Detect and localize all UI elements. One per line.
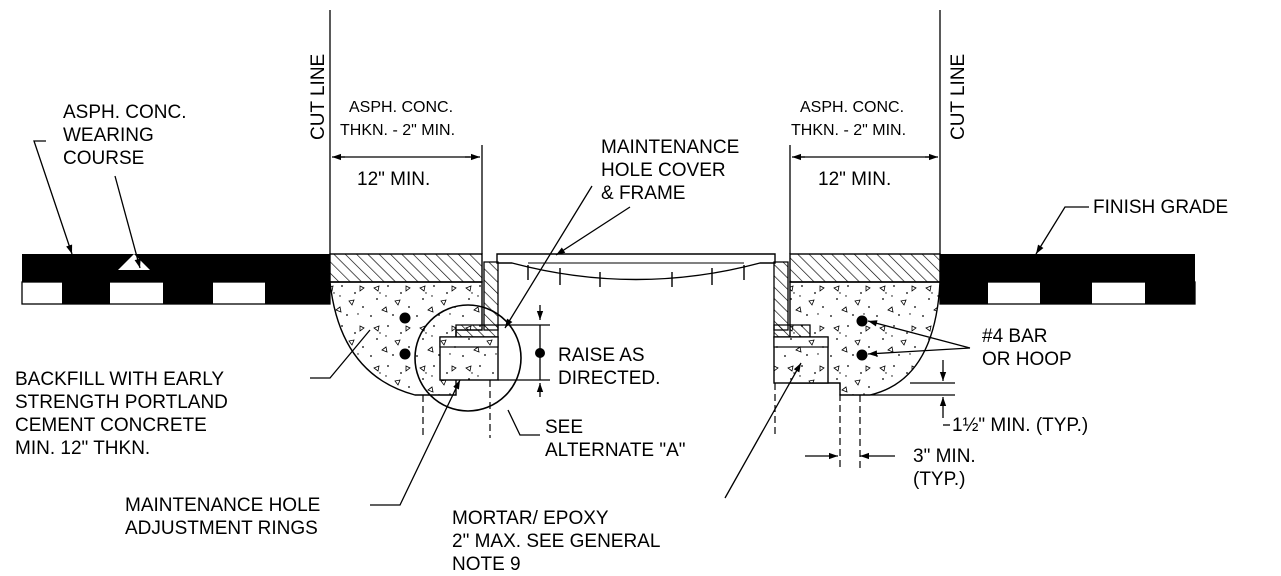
asph-thkn-right-line2: THKN. - 2" MIN.: [791, 122, 906, 139]
rebar-label-line2: OR HOOP: [982, 349, 1072, 370]
finish-grade-label: FINISH GRADE: [1093, 197, 1228, 218]
mortar-epoxy-line2: 2" MAX. SEE GENERAL: [452, 531, 660, 552]
backfill-line1: BACKFILL WITH EARLY: [15, 369, 224, 390]
twelve-min-right: 12" MIN.: [818, 169, 891, 190]
wearing-course-line1: ASPH. CONC.: [63, 102, 187, 123]
mortar-epoxy-line1: MORTAR/ EPOXY: [452, 508, 609, 529]
wearing-course-line2: WEARING: [63, 125, 154, 146]
mortar-bed-right: [773, 336, 829, 348]
asphalt-wearing-course-right: [939, 254, 1196, 305]
min-3-label-line1: 3" MIN.: [913, 446, 976, 467]
maintenance-hole-cover: [496, 253, 776, 287]
asphalt-patch-right: [789, 253, 941, 283]
backfill-line4: MIN. 12" THKN.: [15, 438, 150, 459]
see-alternate-line1: SEE: [545, 417, 583, 438]
leader-lines: [33, 140, 1089, 506]
asphalt-wearing-course-left: [21, 254, 331, 305]
wearing-course-line3: COURSE: [63, 148, 144, 169]
backfill-line2: STRENGTH PORTLAND: [15, 392, 228, 413]
min-3-label-line2: (TYP.): [913, 469, 965, 490]
raise-as-directed-line1: RAISE AS: [558, 345, 645, 366]
alternate-a-detail-circle: [414, 304, 522, 412]
cover-frame-line3: & FRAME: [601, 183, 685, 204]
asphalt-patch-left: [329, 253, 483, 283]
backfill-line3: CEMENT CONCRETE: [15, 415, 207, 436]
asph-thkn-left-line1: ASPH. CONC.: [349, 99, 453, 116]
cover-frame-line2: HOLE COVER: [601, 160, 726, 181]
mortar-epoxy-line3: NOTE 9: [452, 554, 521, 575]
cut-line-label-left: CUT LINE: [308, 54, 329, 140]
asph-thkn-left-line2: THKN. - 2" MIN.: [340, 122, 455, 139]
adjustment-rings-line2: ADJUSTMENT RINGS: [125, 518, 318, 539]
raise-as-directed-line2: DIRECTED.: [558, 368, 660, 389]
dimension-extension-dashed: [422, 380, 861, 468]
cut-line-label-right: CUT LINE: [948, 54, 969, 140]
cover-frame-line1: MAINTENANCE: [601, 137, 739, 158]
mortar-bed-left: [439, 336, 499, 348]
rebar-dots: [399, 312, 868, 361]
min-1-5-label: 1½" MIN. (TYP.): [952, 415, 1088, 436]
rebar-label-line1: #4 BAR: [982, 326, 1047, 347]
adjustment-rings-line1: MAINTENANCE HOLE: [125, 495, 320, 516]
asph-thkn-right-line1: ASPH. CONC.: [800, 99, 904, 116]
see-alternate-line2: ALTERNATE "A": [545, 440, 686, 461]
twelve-min-left: 12" MIN.: [357, 169, 430, 190]
